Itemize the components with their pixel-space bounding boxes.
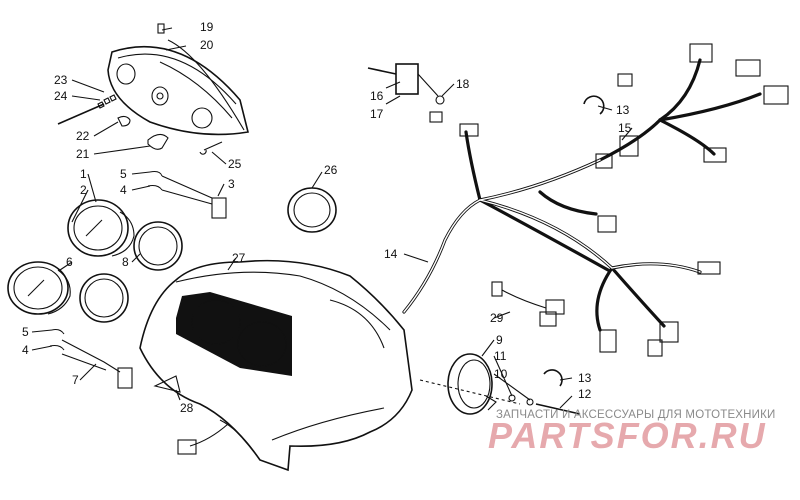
callout-26: 26 — [324, 163, 338, 177]
adjuster-screw — [57, 94, 117, 125]
dash-panel-27 — [139, 259, 413, 472]
bulb-22 — [117, 115, 131, 127]
gauge-ring-8a — [133, 221, 183, 271]
dash-connector — [177, 423, 229, 455]
speedometer-gauge-1 — [67, 199, 135, 257]
callout-27: 27 — [232, 251, 246, 265]
bezel-ring-26 — [287, 187, 337, 233]
relay-16-17 — [367, 63, 445, 123]
callout-14: 14 — [384, 247, 398, 261]
gauge-harness-3 — [147, 170, 227, 219]
callout-24: 24 — [54, 89, 68, 103]
callout-19: 19 — [200, 20, 214, 34]
callout-4-lower: 4 — [22, 343, 29, 357]
callout-11: 11 — [494, 349, 507, 363]
callout-16: 16 — [370, 89, 384, 103]
callout-18: 18 — [456, 77, 470, 91]
callout-8: 8 — [122, 255, 129, 269]
callout-22: 22 — [76, 129, 90, 143]
callout-15: 15 — [618, 121, 632, 135]
clamp-13a — [583, 95, 605, 115]
gauge-9 — [447, 353, 497, 415]
leader-lines — [31, 27, 633, 409]
main-wiring-harness-14 — [402, 43, 789, 357]
callout-13-lower: 13 — [578, 371, 592, 385]
clip-25 — [199, 141, 223, 155]
callout-5-lower: 5 — [22, 325, 29, 339]
callout-29: 29 — [490, 311, 504, 325]
callout-4-upper: 4 — [120, 183, 127, 197]
watermark-tagline: ЗАПЧАСТИ И АКСЕССУАРЫ ДЛЯ МОТОТЕХНИКИ — [496, 409, 776, 421]
callout-13-upper: 13 — [616, 103, 630, 117]
callout-25: 25 — [228, 157, 242, 171]
callout-20: 20 — [200, 38, 214, 52]
callout-3: 3 — [228, 177, 235, 191]
callout-12: 12 — [578, 387, 592, 401]
callout-17: 17 — [370, 107, 384, 121]
callout-10: 10 — [494, 367, 508, 381]
callout-23: 23 — [54, 73, 68, 87]
gauge-harness-7 — [49, 328, 133, 389]
callout-2: 2 — [80, 183, 87, 197]
watermark: ЗАПЧАСТИ И АКСЕССУАРЫ ДЛЯ МОТОТЕХНИКИ PA… — [488, 409, 776, 456]
callout-5-upper: 5 — [120, 167, 127, 181]
socket-21 — [147, 133, 169, 150]
decal-28 — [153, 375, 181, 393]
callout-28: 28 — [180, 401, 194, 415]
nut-18 — [435, 95, 445, 105]
gauge-ring-8b — [79, 273, 129, 323]
callout-1: 1 — [80, 167, 87, 181]
clamp-13b — [543, 369, 563, 387]
tachometer-gauge-6 — [7, 261, 71, 315]
callout-9: 9 — [496, 333, 503, 347]
callout-7: 7 — [72, 373, 79, 387]
callout-6: 6 — [66, 255, 73, 269]
callout-21: 21 — [76, 147, 90, 161]
headlight-assembly — [107, 23, 249, 136]
harness-29 — [491, 281, 565, 327]
hardware-10-11-12 — [419, 379, 581, 415]
callout-labels: 19 20 23 24 22 21 25 26 1 2 5 4 3 8 27 6… — [22, 20, 632, 415]
watermark-brand: PARTSFOR.RU — [488, 415, 767, 456]
